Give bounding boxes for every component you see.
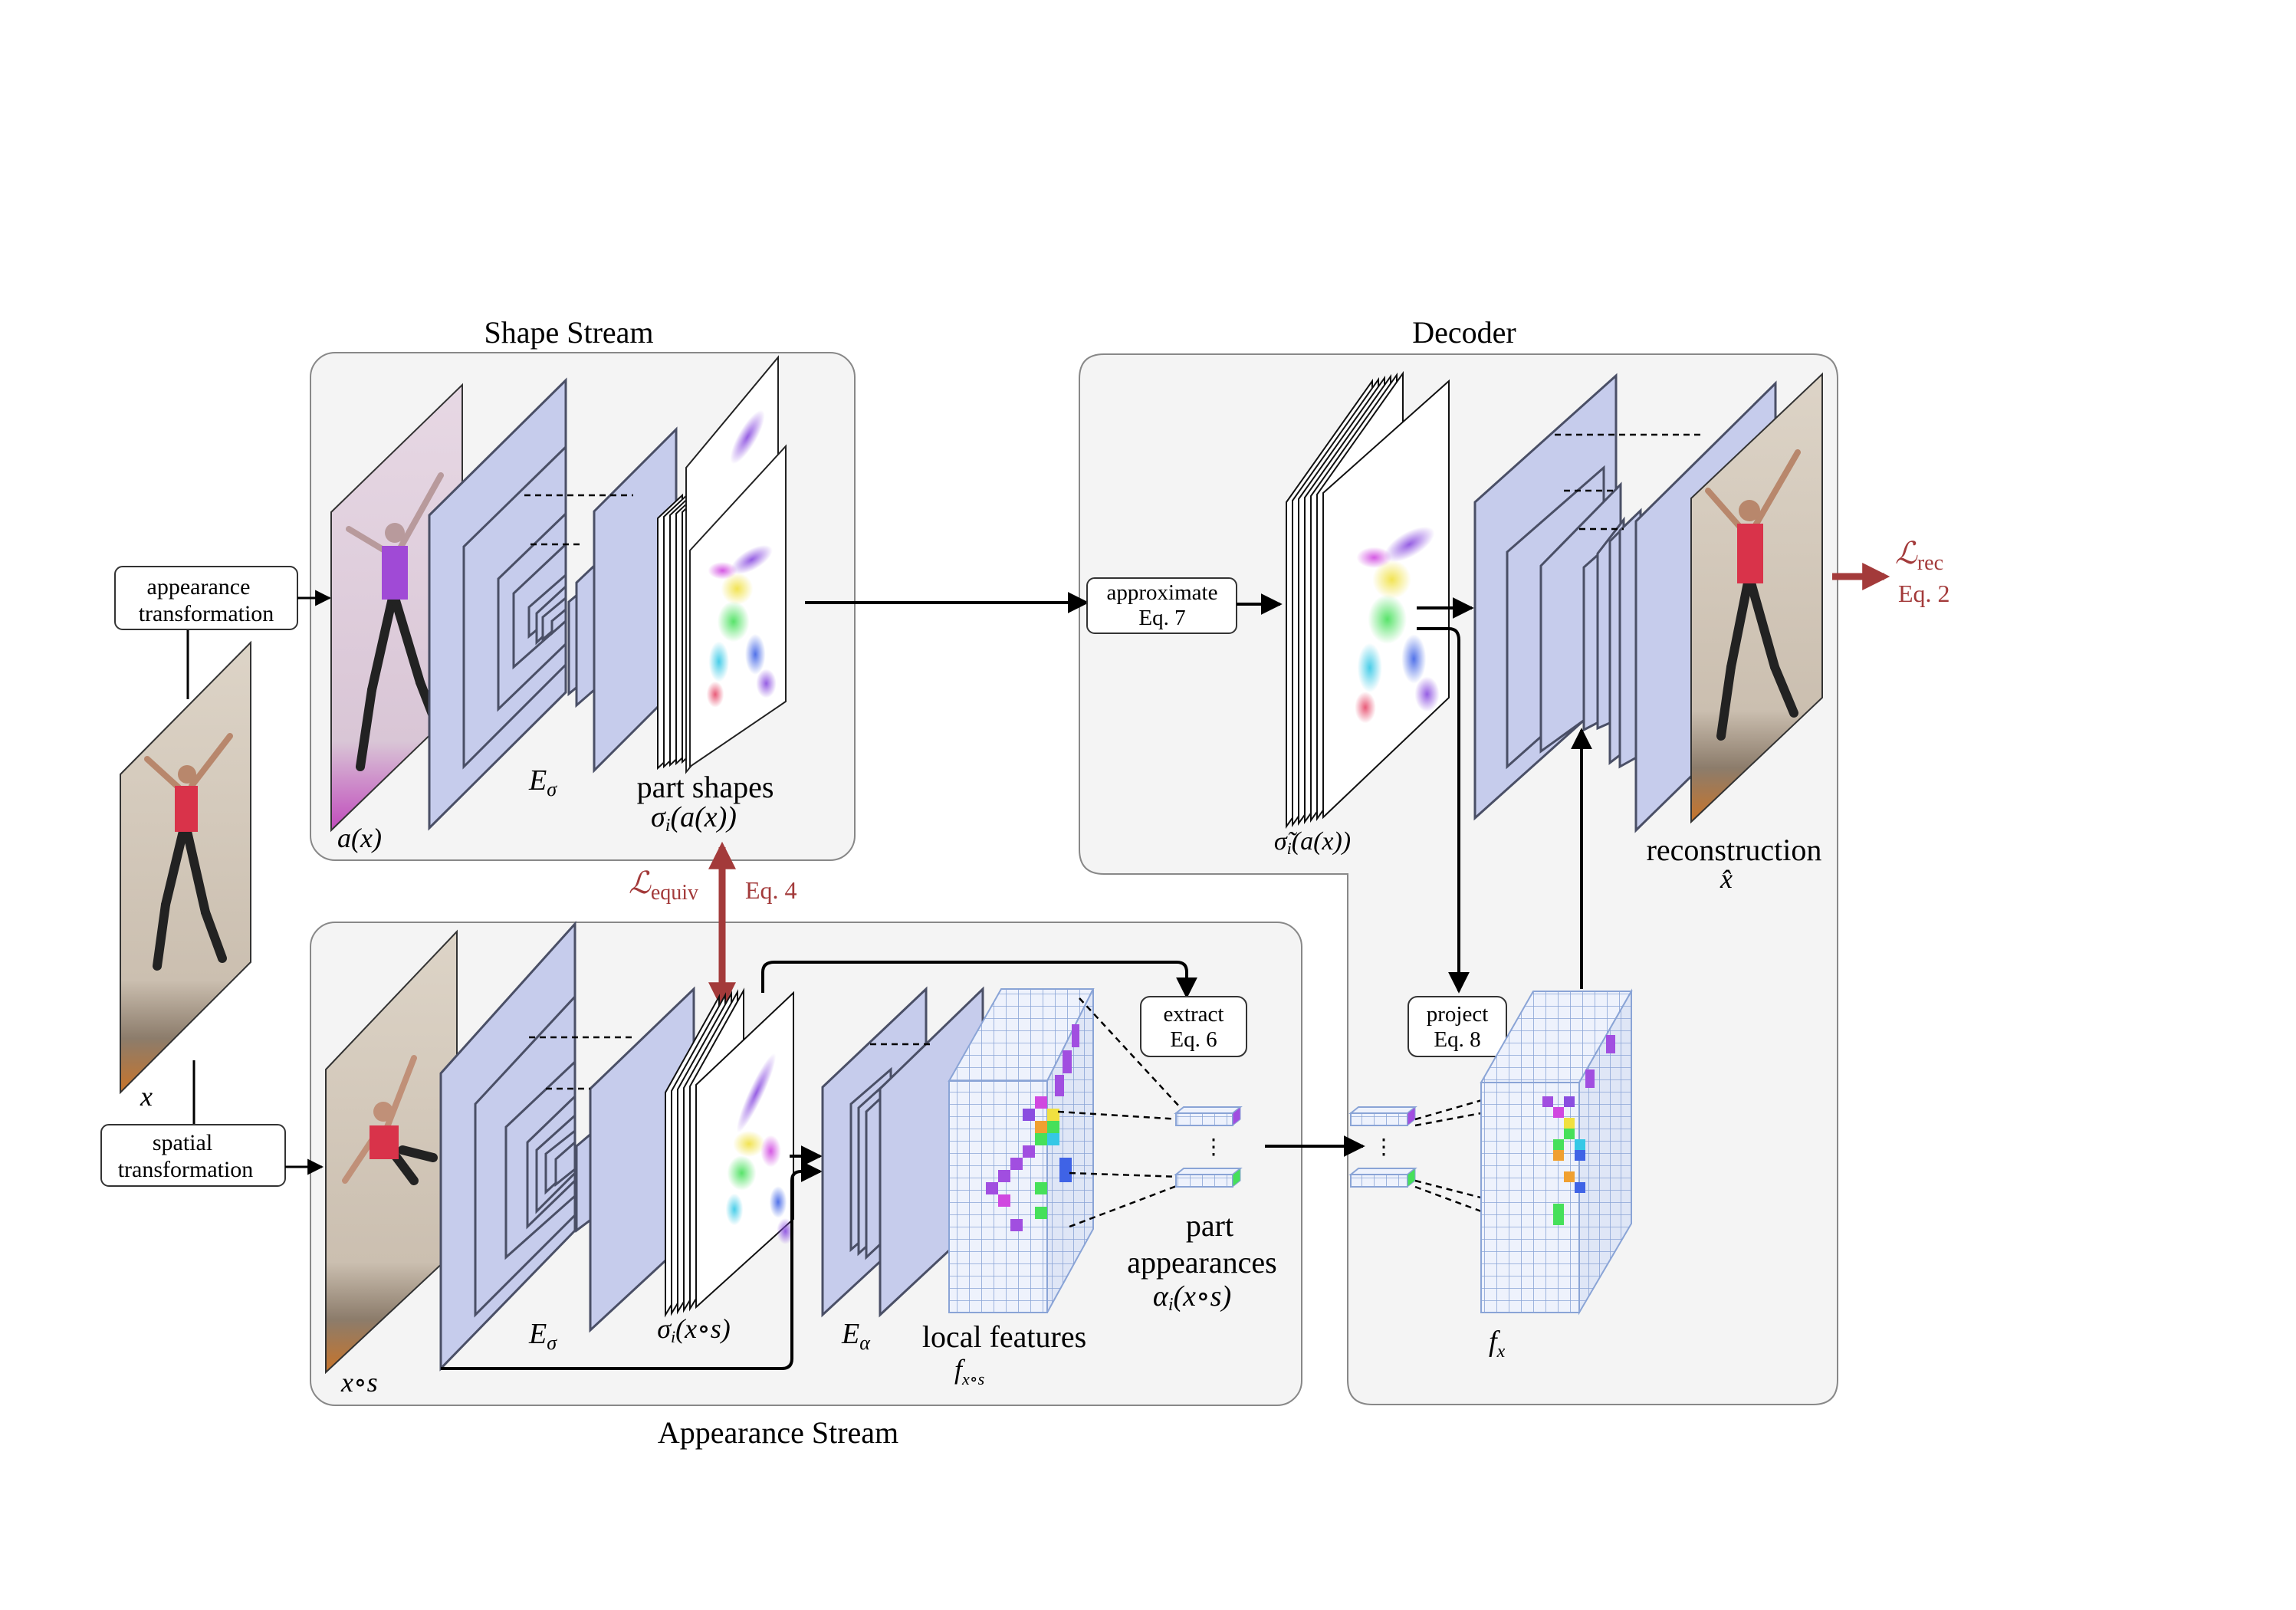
svg-text:transformation: transformation [139, 601, 274, 626]
local-features-grid [948, 988, 1095, 1313]
encoder-skip-dashes-shape [524, 494, 633, 546]
decoder-skip-dashes [1555, 433, 1702, 531]
encoder-e-sigma-shape [428, 377, 678, 831]
label-sigma-a-x: σi(a(x)) [651, 801, 737, 836]
label-part: part [1186, 1208, 1233, 1243]
label-e-alpha: Eα [841, 1318, 871, 1354]
label-e-sigma-top: Eσ [528, 764, 557, 800]
input-image-x [120, 640, 251, 1095]
label-a-x: a(x) [337, 823, 382, 853]
label-part-shapes: part shapes [637, 770, 774, 804]
label-reconstruction: reconstruction [1647, 833, 1822, 867]
projected-vectors: ⋮ [1348, 1106, 1417, 1188]
label-sigma-tilde: σ̃i(a(x)) [1274, 827, 1351, 858]
encoder-e-sigma-appearance [439, 921, 695, 1372]
svg-text:⋮: ⋮ [1203, 1135, 1224, 1159]
svg-text:approximate: approximate [1107, 580, 1218, 605]
encoder-e-alpha [821, 986, 984, 1318]
f-x-grid [1480, 988, 1633, 1316]
approximate-box: approximate Eq. 7 [1086, 577, 1237, 634]
rec-loss-eq: Eq. 2 [1898, 580, 1950, 607]
extract-box: extract Eq. 6 [1140, 996, 1247, 1057]
part-shapes-stack [657, 355, 787, 774]
image-x-o-s [325, 929, 458, 1375]
project-box: project Eq. 8 [1407, 996, 1507, 1057]
label-local-features: local features [922, 1319, 1086, 1354]
label-alpha-x-o-s: αi(x∘s) [1153, 1280, 1231, 1315]
spatial-transformation-box: spatial transformation [100, 1124, 286, 1187]
svg-text:project: project [1427, 1002, 1489, 1027]
label-x-o-s: x∘s [340, 1367, 378, 1398]
svg-text:transformation: transformation [118, 1157, 254, 1182]
extract-dashes [1057, 997, 1181, 1228]
arrow-top-to-extract [761, 961, 1197, 999]
svg-text:Eq. 6: Eq. 6 [1170, 1027, 1217, 1052]
svg-text:spatial: spatial [153, 1130, 212, 1155]
part-appearance-vectors: ⋮ [1174, 1106, 1243, 1188]
arrow-heatmap-to-project [1417, 627, 1470, 994]
label-x: x [140, 1081, 153, 1112]
approximated-part-maps [1286, 370, 1450, 830]
appearance-transformation-box: appearance transformation [114, 566, 298, 630]
equiv-loss-label: ℒequiv [629, 866, 698, 905]
appearance-stream-title: Appearance Stream [658, 1415, 898, 1450]
reconstruction-image [1690, 372, 1823, 824]
shape-stream-title: Shape Stream [484, 315, 653, 350]
svg-text:Eq. 8: Eq. 8 [1434, 1027, 1480, 1052]
part-shapes-x-o-s-stack [665, 987, 794, 1318]
svg-text:⋮: ⋮ [1373, 1135, 1394, 1159]
svg-text:extract: extract [1164, 1002, 1224, 1027]
label-appearances: appearances [1127, 1245, 1276, 1280]
rec-loss-label: ℒrec [1895, 536, 1943, 575]
decoder-title: Decoder [1412, 315, 1516, 350]
arrow-x-o-s-to-e-alpha [441, 1161, 823, 1370]
svg-text:Eq. 7: Eq. 7 [1138, 606, 1185, 630]
encoder-skip-dashes-appearance [529, 1036, 636, 1090]
svg-text:appearance: appearance [147, 574, 251, 600]
label-sigma-x-o-s: σi(x∘s) [657, 1313, 731, 1346]
label-x-hat: x̂ [1720, 863, 1733, 894]
equiv-loss-eq: Eq. 4 [745, 876, 797, 904]
label-e-sigma-bottom: Eσ [528, 1318, 557, 1354]
